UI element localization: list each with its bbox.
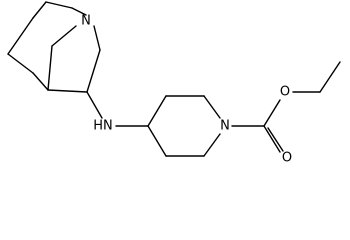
ester-ether-oxygen-label: O	[280, 85, 290, 100]
piperidine-nitrogen-label: N	[220, 119, 230, 134]
bond	[203, 133, 221, 157]
bond	[263, 125, 281, 153]
bond	[147, 125, 167, 157]
piperidine-ring	[147, 95, 221, 157]
carbonyl-oxygen-label: O	[282, 151, 292, 166]
bond	[86, 49, 101, 93]
bond	[263, 99, 281, 127]
bond	[147, 95, 167, 127]
bond	[7, 53, 34, 74]
bond	[47, 45, 53, 91]
ethyl-carbamate-group	[231, 61, 341, 153]
bond	[93, 25, 101, 51]
bond	[45, 1, 73, 9]
amine-nh-label: HN	[93, 119, 113, 134]
bond	[32, 72, 49, 91]
bond	[71, 7, 87, 16]
quinuclidine-ring	[7, 1, 101, 93]
bond	[32, 1, 47, 19]
chemical-structure: N HN N O O	[7, 1, 341, 166]
bond	[51, 25, 77, 47]
bond	[203, 95, 221, 119]
quinuclidine-nitrogen-label: N	[81, 14, 91, 29]
bond	[86, 91, 103, 119]
bond	[7, 17, 34, 55]
bond	[267, 127, 284, 152]
bond	[319, 61, 341, 93]
bond	[47, 89, 88, 93]
